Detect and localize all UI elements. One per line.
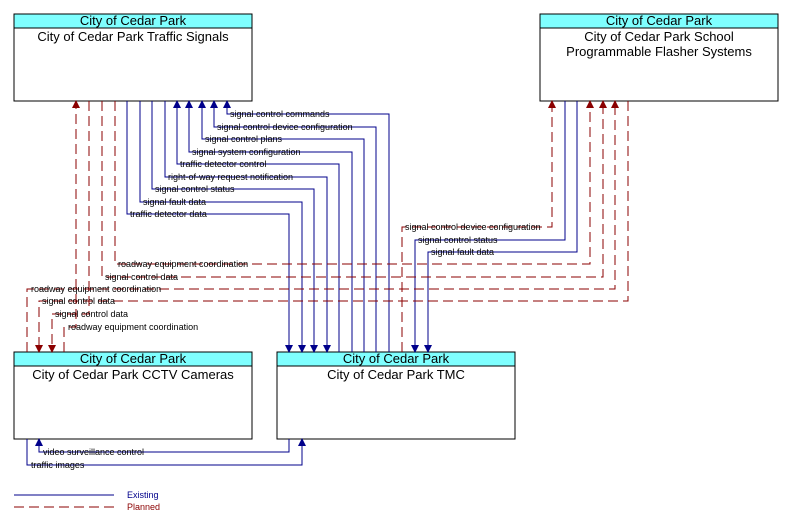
flow-flasher-signal-control-device-configuration: signal control device configuration <box>401 100 556 352</box>
flow-label: signal control device configuration <box>405 222 541 232</box>
node-title-line-2: Programmable Flasher Systems <box>566 44 752 59</box>
node-title: City of Cedar Park TMC <box>327 367 465 382</box>
legend-planned-label: Planned <box>127 502 160 512</box>
legend: Existing Planned <box>14 490 160 512</box>
legend-existing-label: Existing <box>127 490 159 500</box>
node-title: City of Cedar Park CCTV Cameras <box>32 367 234 382</box>
flow-signal-control-device-configuration: signal control device configuration <box>210 100 377 352</box>
flow-signal-control-status: signal control status <box>151 101 318 353</box>
flow-label: roadway equipment coordination <box>31 284 161 294</box>
node-title: City of Cedar Park Traffic Signals <box>37 29 229 44</box>
flow-label: signal control status <box>418 235 498 245</box>
node-header: City of Cedar Park <box>343 351 450 366</box>
flow-signal-control-plans: signal control plans <box>198 100 365 352</box>
node-cctv-cameras: City of Cedar Park City of Cedar Park CC… <box>13 351 253 440</box>
node-title-line-1: City of Cedar Park School <box>584 29 734 44</box>
flow-label: signal control data <box>42 296 115 306</box>
flow-roadway-equipment-coordination-3: roadway equipment coordination <box>63 100 198 352</box>
flow-flasher-signal-control-status: signal control status <box>411 101 566 353</box>
flow-label: roadway equipment coordination <box>68 322 198 332</box>
flow-signal-control-data-1: signal control data <box>101 100 607 282</box>
flow-signal-system-configuration: signal system configuration <box>185 100 353 352</box>
flow-label: traffic detector control <box>180 159 266 169</box>
flow-label: traffic images <box>31 460 85 470</box>
node-header: City of Cedar Park <box>80 351 187 366</box>
flow-video-surveillance-control: video surveillance control <box>35 438 290 457</box>
node-header: City of Cedar Park <box>80 13 187 28</box>
flow-label: signal control device configuration <box>217 122 353 132</box>
flow-roadway-equipment-coordination-2: roadway equipment coordination <box>26 100 619 352</box>
flow-label: roadway equipment coordination <box>118 259 248 269</box>
flow-roadway-equipment-coordination-1: roadway equipment coordination <box>114 100 594 269</box>
flow-label: signal control status <box>155 184 235 194</box>
flow-signal-control-commands: signal control commands <box>223 100 390 352</box>
flow-signal-control-data-2: signal control data <box>35 101 629 353</box>
flow-label: signal system configuration <box>192 147 301 157</box>
flow-label: signal control plans <box>205 134 283 144</box>
flow-label: signal control commands <box>230 109 330 119</box>
node-school-flasher-systems: City of Cedar Park City of Cedar Park Sc… <box>539 13 779 102</box>
flow-traffic-detector-control: traffic detector control <box>173 100 340 352</box>
flow-label: right-of-way request notification <box>168 172 293 182</box>
node-tmc: City of Cedar Park City of Cedar Park TM… <box>276 351 516 440</box>
flow-signal-control-data-3: signal control data <box>48 101 128 353</box>
flow-label: signal fault data <box>143 197 206 207</box>
node-header: City of Cedar Park <box>606 13 713 28</box>
flow-traffic-detector-data: traffic detector data <box>126 101 293 353</box>
flow-label: signal fault data <box>431 247 494 257</box>
node-traffic-signals: City of Cedar Park City of Cedar Park Tr… <box>13 13 253 102</box>
flow-traffic-images: traffic images <box>26 438 306 470</box>
flow-flasher-signal-fault-data: signal fault data <box>424 101 578 353</box>
flow-label: signal control data <box>105 272 178 282</box>
flow-label: traffic detector data <box>130 209 207 219</box>
flow-label: video surveillance control <box>43 447 144 457</box>
flow-label: signal control data <box>55 309 128 319</box>
